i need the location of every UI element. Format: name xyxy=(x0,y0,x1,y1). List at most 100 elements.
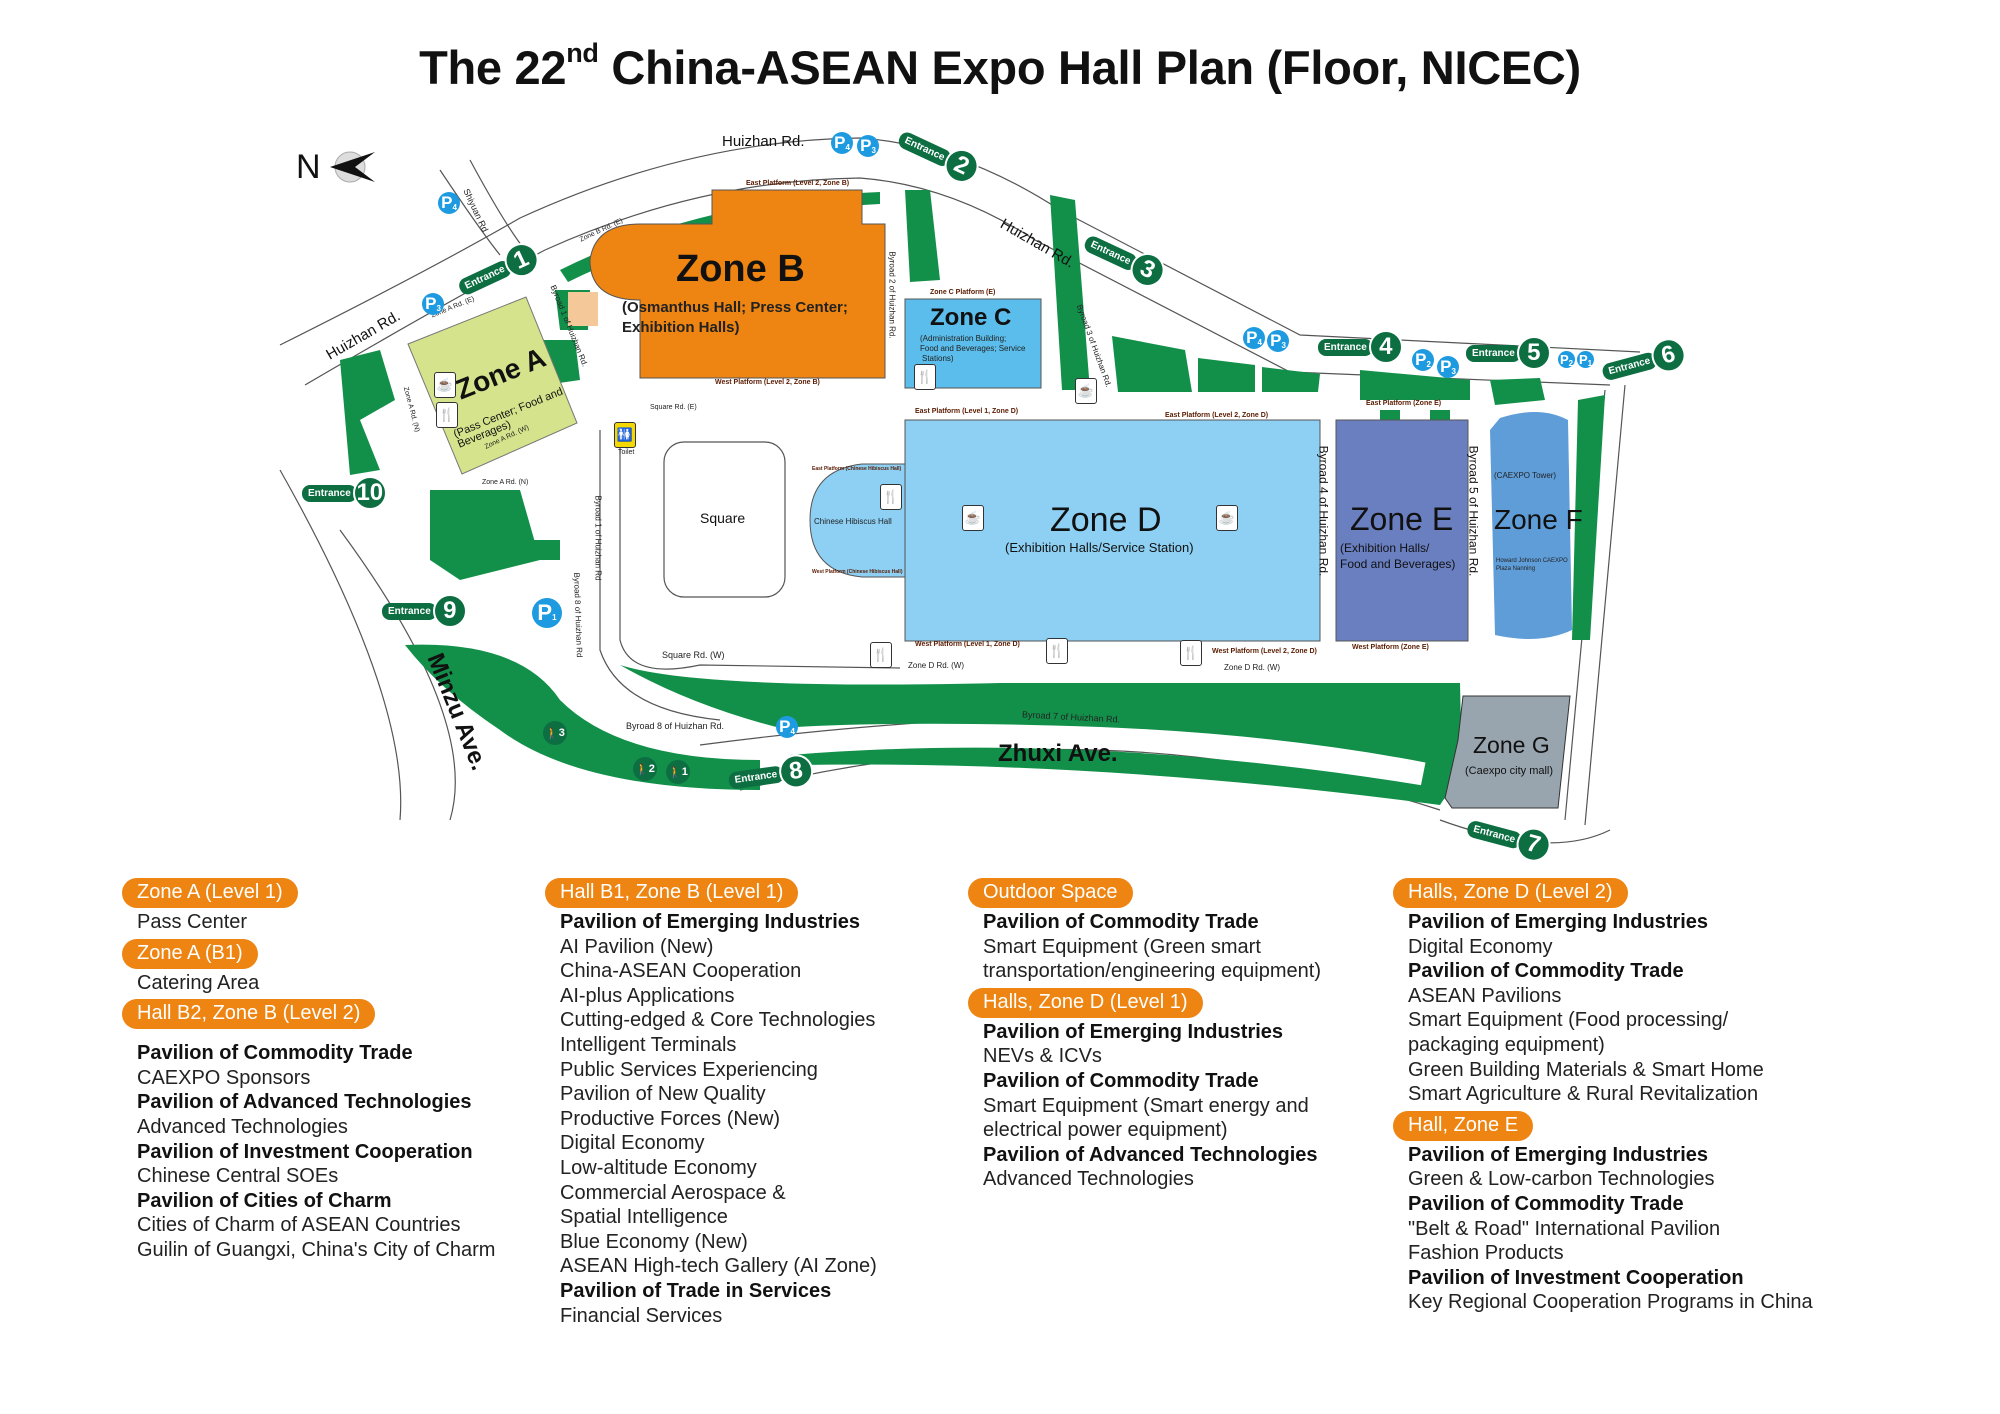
entrance-number: 4 xyxy=(1368,330,1403,364)
cutlery-icon: 🍴 xyxy=(880,484,902,510)
east-platform-hibiscus: East Platform (Chinese Hibiscus Hall) xyxy=(812,466,902,472)
road-byroad-5: Byroad 5 of Huizhan Rd. xyxy=(1466,445,1481,577)
entrance-label: Entrance xyxy=(1600,350,1659,382)
square-label: Square xyxy=(700,510,746,526)
legend-item: Digital Economy xyxy=(560,1132,705,1155)
legend-item: Green Building Materials & Smart Home xyxy=(1408,1058,1764,1081)
legend-pavilion-title: Pavilion of Emerging Industries xyxy=(560,911,861,933)
pedestrian-walkway-1[interactable]: 🚶1 xyxy=(666,760,690,784)
cutlery-icon: 🍴 xyxy=(914,364,936,390)
legend-pavilion-title: Pavilion of Investment Cooperation xyxy=(1408,1266,1744,1289)
legend-section-header: Hall B2, Zone B (Level 2) xyxy=(122,999,376,1030)
road-byroad-8a: Byroad 8 of Huizhan Rd xyxy=(571,572,584,658)
west-platform-zone-d-2: West Platform (Level 2, Zone D) xyxy=(1212,648,1317,655)
parking-number: 2 xyxy=(1568,359,1574,368)
coffee-icon: ☕ xyxy=(1075,378,1097,404)
east-platform-zone-e: East Platform (Zone E) xyxy=(1366,400,1442,407)
parking-number: 3 xyxy=(1451,366,1456,376)
legend-item: transportation/engineering equipment) xyxy=(983,960,1321,983)
legend-item: Fashion Products xyxy=(1408,1242,1564,1265)
legend-item: AI Pavilion (New) xyxy=(560,935,714,958)
zone-d-subtitle: (Exhibition Halls/Service Station) xyxy=(1005,540,1194,555)
pedestrian-walkway-2[interactable]: 🚶2 xyxy=(633,757,657,781)
zone-b-shape[interactable] xyxy=(589,189,886,379)
legend-section: Hall B1, Zone B (Level 1)Pavilion of Eme… xyxy=(545,878,877,1328)
legend-pavilion-title: Pavilion of Trade in Services xyxy=(560,1279,832,1302)
legend-item: Financial Services xyxy=(560,1304,723,1327)
hotel-label-1: Howard Johnson CAEXPO xyxy=(1496,558,1568,564)
legend-pavilion-title: Pavilion of Commodity Trade xyxy=(1408,1192,1684,1215)
east-platform-zone-d-2: East Platform (Level 2, Zone D) xyxy=(1165,412,1269,419)
legend-item: Smart Equipment (Food processing/ xyxy=(1408,1009,1729,1032)
legend-pavilion-title: Pavilion of Cities of Charm xyxy=(137,1189,392,1212)
parking-number: 3 xyxy=(436,303,441,313)
legend-item: Cutting-edged & Core Technologies xyxy=(560,1009,876,1032)
road-byroad-1b: Byroad 1 of Huizhan Rd xyxy=(593,495,603,581)
cutlery-icon: 🍴 xyxy=(870,642,892,668)
legend-pavilion-title: Pavilion of Advanced Technologies xyxy=(137,1091,472,1114)
legend-section-header: Halls, Zone D (Level 2) xyxy=(1393,878,1628,908)
legend-pavilion-title: Pavilion of Advanced Technologies xyxy=(983,1143,1318,1166)
toilet-icon: 🚻 xyxy=(614,422,636,448)
zone-a-shape[interactable] xyxy=(407,296,578,475)
parking-letter: P xyxy=(1440,357,1452,376)
legend-item: Smart Agriculture & Rural Revitalization xyxy=(1408,1083,1759,1106)
walkway-number: 3 xyxy=(558,727,565,739)
parking-letter: P xyxy=(834,133,846,152)
legend-item: Blue Economy (New) xyxy=(560,1230,748,1253)
legend-column-4: Halls, Zone D (Level 2)Pavilion of Emerg… xyxy=(1393,878,1813,1319)
zone-e-subtitle-2: Food and Beverages) xyxy=(1340,557,1456,571)
legend-item: Pavilion of New Quality xyxy=(560,1083,766,1106)
road-square-e: Square Rd. (E) xyxy=(650,404,697,411)
parking-letter: P xyxy=(779,717,791,736)
east-platform-zone-b: East Platform (Level 2, Zone B) xyxy=(746,180,850,187)
legend-section: Zone A (B1)Catering Area xyxy=(122,938,495,996)
zone-g-shape[interactable] xyxy=(1444,695,1571,809)
legend-section-header: Halls, Zone D (Level 1) xyxy=(968,987,1203,1018)
compass-north-label: N xyxy=(296,148,321,186)
legend-item: Smart Equipment (Green smart xyxy=(983,935,1261,958)
cutlery-icon: 🍴 xyxy=(436,402,458,428)
road-byroad-8b: Byroad 8 of Huizhan Rd. xyxy=(626,721,725,731)
west-platform-zone-b: West Platform (Level 2, Zone B) xyxy=(715,379,820,386)
coffee-icon: ☕ xyxy=(1216,505,1238,531)
caexpo-tower-label: (CAEXPO Tower) xyxy=(1494,471,1557,480)
west-platform-zone-e: West Platform (Zone E) xyxy=(1352,644,1429,651)
parking-number: 3 xyxy=(871,145,876,155)
zone-e-shape[interactable] xyxy=(1335,419,1469,642)
zone-b-title: Zone B xyxy=(676,248,805,290)
zone-f-shape[interactable] xyxy=(1490,411,1572,639)
legend-pavilion-title: Pavilion of Commodity Trade xyxy=(137,1042,413,1065)
zone-e-subtitle-1: (Exhibition Halls/ xyxy=(1340,541,1430,555)
compass-icon xyxy=(330,151,375,183)
entrance-number: 5 xyxy=(1516,336,1551,370)
road-byroad-2: Byroad 2 of Huizhan Rd. xyxy=(887,251,897,339)
zone-g-title: Zone G xyxy=(1473,732,1550,758)
zone-f-title: Zone F xyxy=(1494,504,1583,535)
parking-number: 4 xyxy=(1257,337,1262,347)
west-platform-zone-d-1: West Platform (Level 1, Zone D) xyxy=(915,641,1020,648)
pedestrian-walkway-3[interactable]: 🚶3 xyxy=(543,721,567,745)
zone-d-title: Zone D xyxy=(1050,501,1162,539)
legend-item: Digital Economy xyxy=(1408,935,1553,958)
legend-item: Chinese Central SOEs xyxy=(137,1165,339,1188)
legend-item: Public Services Experiencing xyxy=(560,1058,818,1081)
entrance-label: Entrance xyxy=(727,764,785,790)
zone-b-annex xyxy=(568,292,598,326)
